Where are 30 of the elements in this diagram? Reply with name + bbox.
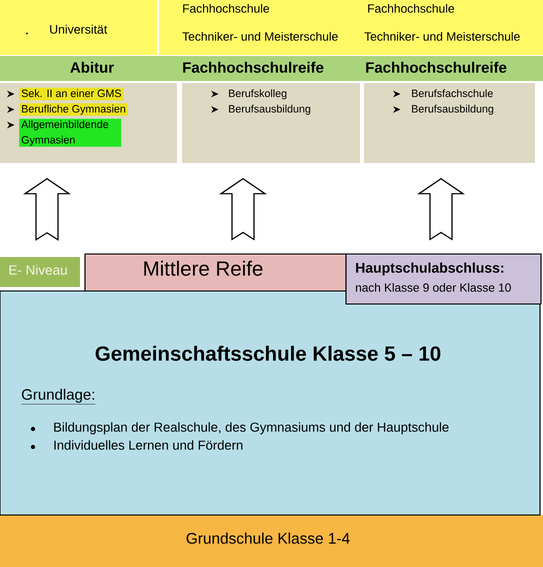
level-bar: Grundschule Klasse 1-4 (0, 515, 543, 567)
list-item: Berufsausbildung (229, 104, 310, 115)
list-item: Individuelles Lernen und Fördern (54, 440, 242, 450)
block-arrow (417, 178, 465, 241)
header-cell: Fachhochschulreife (364, 56, 543, 81)
block-arrow (219, 178, 267, 241)
table-cell: Universität (0, 0, 157, 55)
item-text: Fachhochschule (368, 4, 454, 13)
item-text: Techniker- und Meisterschule (364, 32, 520, 41)
title-text: Gemeinschaftsschule Klasse 5 – 10 (96, 346, 440, 361)
header-cell: Abitur (0, 56, 181, 81)
list-item: Berufsausbildung (412, 104, 494, 115)
list-item: Sek. II an einer GMS (19, 88, 124, 100)
heading-text: Hauptschulabschluss: (356, 262, 504, 276)
block-arrow (23, 178, 71, 241)
list-item: Allgemeinbildende Gymnasien (19, 118, 122, 147)
list-item: Berufskolleg (229, 89, 286, 100)
node-label: Fachhochschulreife (183, 62, 324, 73)
item-text: Fachhochschule (183, 4, 270, 13)
subheading-text: Grundlage: (21, 388, 96, 404)
node-label: Abitur (70, 62, 114, 73)
node-label: Fachhochschulreife (366, 62, 506, 73)
note-text: nach Klasse 9 oder Klasse 10 (356, 283, 511, 292)
list-item: Berufsfachschule (412, 89, 493, 98)
list-item: Bildungsplan der Realschule, des Gymnasiums und der Hauptschule (54, 422, 449, 434)
header-cell: Fachhochschulreife (181, 56, 364, 81)
item-text: Techniker- und Meisterschule (182, 32, 338, 41)
level-box: E- Niveau (0, 257, 80, 287)
list-item: Berufliche Gymnasien (19, 103, 128, 116)
qualification-box: Mittlere Reife (84, 253, 347, 292)
